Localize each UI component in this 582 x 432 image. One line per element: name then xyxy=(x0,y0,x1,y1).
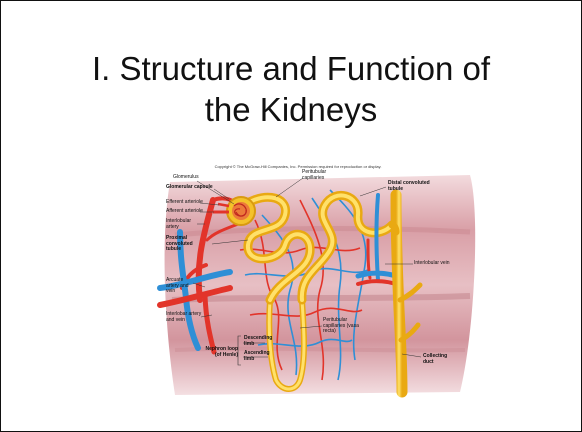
label-collecting-duct: Collecting duct xyxy=(423,354,455,365)
label-peritubular-capillaries-top: Peritubular capillaries xyxy=(302,170,342,181)
label-glomerulus: Glomerulus xyxy=(173,175,199,181)
label-peritubular-vasa-recta: Peritubular capillaries (vasa recta) xyxy=(323,318,363,335)
label-descending-limb: Descending limb xyxy=(244,336,268,347)
label-efferent-arteriole: Efferent arteriole xyxy=(166,200,203,206)
label-interlobar-artery-vein: Interlobar artery and vein xyxy=(166,312,202,323)
label-ascending-limb: Ascending limb xyxy=(244,351,268,362)
label-afferent-arteriole: Afferent arteriole xyxy=(166,209,203,215)
label-distal-convoluted-tubule: Distal convoluted tubule xyxy=(388,181,436,192)
label-glomerular-capsule: Glomerular capsule xyxy=(166,185,213,191)
label-arcuate-artery-vein: Arcuate artery and vein xyxy=(166,278,194,295)
glomerular-capsule xyxy=(227,197,255,225)
label-interlobular-artery: Interlobular artery xyxy=(166,219,196,230)
label-proximal-convoluted-tubule: Proximal convoluted tubule xyxy=(166,236,206,253)
label-interlobular-vein: Interlobular vein xyxy=(414,261,450,267)
label-nephron-loop: Nephron loop (of Henle) xyxy=(204,347,238,358)
